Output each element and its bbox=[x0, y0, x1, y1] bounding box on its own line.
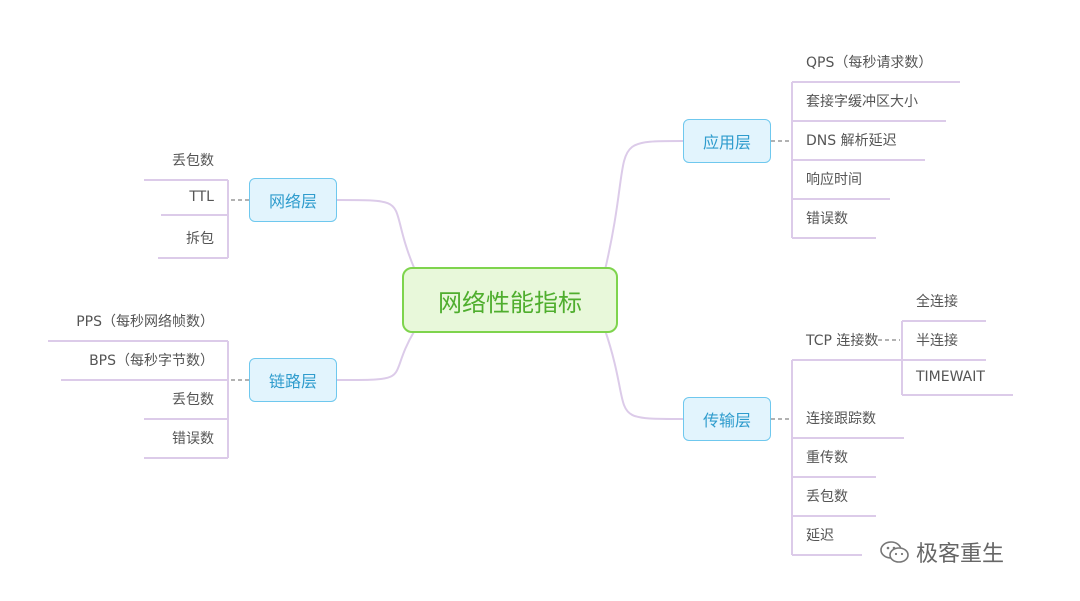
leaf-app-dns-latency: DNS 解析延迟 bbox=[806, 133, 897, 149]
branch-node-link[interactable]: 链路层 bbox=[249, 358, 337, 402]
leaf-transport-full-connection: 全连接 bbox=[916, 294, 958, 310]
leaf-transport-latency: 延迟 bbox=[806, 528, 834, 544]
root-label: 网络性能指标 bbox=[438, 288, 582, 317]
leaf-network-fragment: 拆包 bbox=[186, 231, 214, 247]
leaf-network-ttl: TTL bbox=[189, 189, 214, 205]
leaf-app-qps: QPS（每秒请求数） bbox=[806, 55, 933, 71]
link-root-link bbox=[336, 329, 416, 381]
leaf-transport-conntrack: 连接跟踪数 bbox=[806, 411, 876, 427]
leaf-link-packet-loss: 丢包数 bbox=[172, 392, 214, 408]
leaf-network-packet-loss: 丢包数 bbox=[172, 153, 214, 169]
branch-node-transport[interactable]: 传输层 bbox=[683, 397, 771, 441]
leaf-transport-timewait: TIMEWAIT bbox=[916, 369, 985, 385]
leaf-transport-packet-loss: 丢包数 bbox=[806, 489, 848, 505]
wechat-icon bbox=[880, 541, 909, 563]
link-root-transport bbox=[604, 329, 684, 420]
leaf-link-bps: BPS（每秒字节数） bbox=[89, 353, 214, 369]
watermark-text: 极客重生 bbox=[916, 542, 1005, 567]
leaf-app-response-time: 响应时间 bbox=[806, 172, 862, 188]
link-root-network bbox=[336, 199, 416, 271]
leaf-app-errors: 错误数 bbox=[806, 211, 848, 227]
watermark: 极客重生 bbox=[880, 536, 1004, 568]
leaf-transport-tcp-connections: TCP 连接数 bbox=[806, 333, 879, 349]
leaf-link-errors: 错误数 bbox=[172, 431, 214, 447]
leaf-transport-retransmits: 重传数 bbox=[806, 450, 848, 466]
leaf-link-pps: PPS（每秒网络帧数） bbox=[76, 314, 214, 330]
branch-label-app: 应用层 bbox=[702, 133, 751, 152]
link-root-app bbox=[604, 140, 684, 271]
branch-node-app[interactable]: 应用层 bbox=[683, 119, 771, 163]
branch-label-transport: 传输层 bbox=[702, 411, 751, 430]
leaf-transport-half-connection: 半连接 bbox=[916, 333, 958, 349]
branch-label-network: 网络层 bbox=[268, 192, 317, 211]
root-node[interactable]: 网络性能指标 bbox=[402, 267, 618, 333]
branch-node-network[interactable]: 网络层 bbox=[249, 178, 337, 222]
leaf-app-socket-buffer: 套接字缓冲区大小 bbox=[806, 94, 918, 110]
branch-label-link: 链路层 bbox=[268, 372, 317, 391]
